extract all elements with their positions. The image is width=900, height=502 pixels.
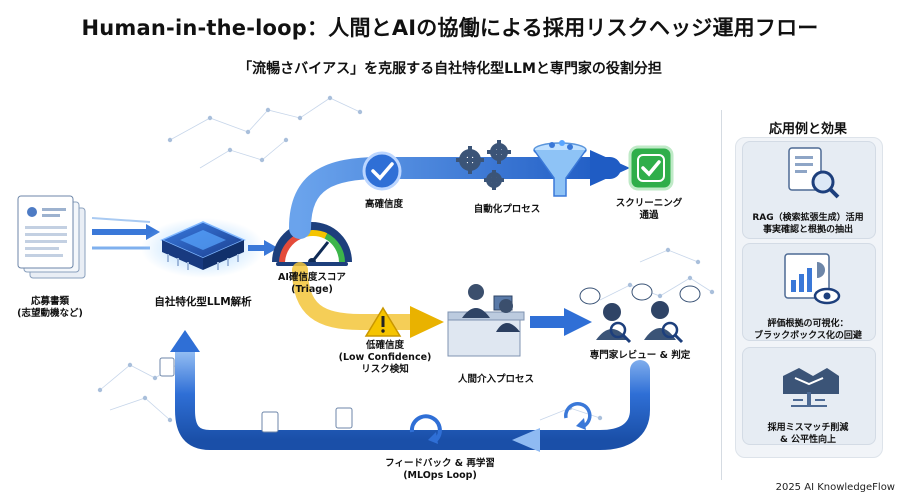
- retrain-icon: [564, 402, 592, 430]
- low-confidence-pipe: [292, 262, 428, 330]
- footer-credit: 2025 AI KnowledgeFlow: [775, 482, 895, 493]
- gears-icon: [456, 140, 511, 190]
- high-confidence-arrowhead: [590, 150, 630, 186]
- gauge-icon: [272, 222, 352, 266]
- low-confidence-label: 低確信度(Low Confidence)リスク検知: [338, 340, 432, 375]
- page-title: Human-in-the-loop：人間とAIの協働による採用リスクヘッジ運用フ…: [81, 16, 819, 40]
- handshake-icon: [783, 368, 839, 407]
- divider: [721, 110, 722, 480]
- screening-pass-label: スクリーニング通過: [615, 198, 683, 221]
- card-rag-label: RAG（検索拡張生成）活用事実確認と根拠の抽出: [752, 213, 864, 235]
- human-review-icon: [447, 284, 525, 357]
- card-mismatch: [742, 347, 876, 445]
- human-intervention-label: 人間介入プロセス: [457, 374, 534, 385]
- feedback-document-icons: [159, 357, 353, 433]
- funnel-icon: [533, 140, 587, 197]
- feedback-label: フィードバック & 再学習(MLOps Loop): [385, 458, 495, 481]
- low-confidence-arrowhead: [410, 306, 444, 338]
- feedback-loop-pipe: [175, 338, 650, 450]
- chart-eye-icon: [784, 253, 841, 305]
- check-badge-icon: [362, 151, 402, 191]
- page-subtitle: 「流暢さバイアス」を克服する自社特化型LLMと専門家の役割分担: [238, 61, 662, 77]
- card-visualization: [742, 243, 876, 341]
- card-visualization-label: 評価根拠の可視化：ブラックボックス化の回避: [754, 319, 862, 341]
- side-title: 応用例と効果: [768, 122, 847, 137]
- success-check-icon: [628, 145, 674, 191]
- automation-label: 自動化プロセス: [473, 204, 541, 215]
- llm-chip-icon: [141, 218, 265, 278]
- network-dots: [97, 95, 715, 423]
- feedback-arrowhead: [170, 330, 200, 352]
- card-mismatch-label: 採用ミスマッチ削減& 公平性向上: [767, 423, 849, 445]
- input-label: 応募書類(志望動機など): [17, 296, 83, 319]
- document-search-icon: [788, 147, 840, 199]
- expert-team-icon: [579, 283, 701, 344]
- card-rag: [742, 141, 876, 239]
- feedback-chevron: [512, 428, 540, 452]
- gauge-label: AI確信度スコア(Triage): [278, 272, 346, 295]
- llm-label: 自社特化型LLM解析: [154, 296, 252, 308]
- expert-review-label: 専門家レビュー & 判定: [589, 350, 691, 361]
- refresh-icon: [409, 414, 442, 444]
- document-stack-icon: [17, 195, 86, 279]
- warning-icon: [364, 306, 402, 337]
- high-confidence-label: 高確信度: [364, 199, 403, 210]
